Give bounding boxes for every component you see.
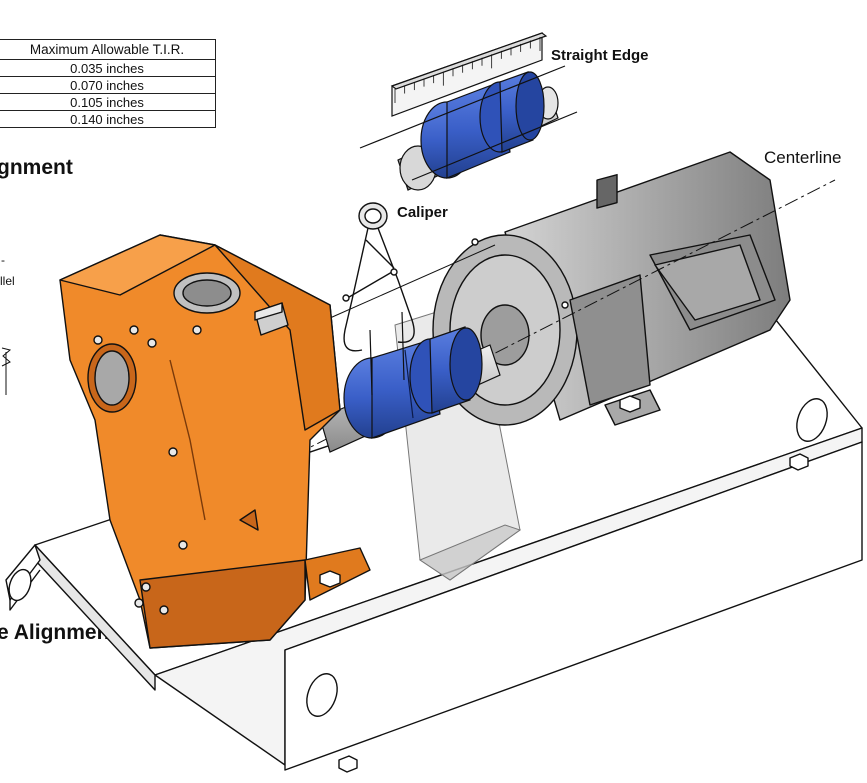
upper-coupling <box>359 65 578 191</box>
ruler-ticks <box>394 37 541 103</box>
alignment-heading-bottom: e Alignment <box>0 621 117 644</box>
caliper-label: Caliper <box>397 204 448 221</box>
partial-text-1: - <box>1 253 5 267</box>
lower-coupling <box>343 311 483 439</box>
partial-text-2: llel <box>0 274 15 288</box>
tir-table: Maximum Allowable T.I.R. 0.035 inches 0.… <box>0 39 216 128</box>
centrifugal-pump <box>59 234 371 649</box>
table-row: 0.070 inches <box>0 76 216 94</box>
table-row: 0.140 inches <box>0 110 216 128</box>
straight-edge-label: Straight Edge <box>551 47 649 64</box>
dimension-mark <box>1 347 12 395</box>
straight-edge-ruler <box>390 32 548 117</box>
alignment-heading-top: gnment <box>0 156 73 179</box>
caliper-guide-line <box>329 244 496 319</box>
centerline-label: Centerline <box>764 148 842 167</box>
caliper-tool <box>342 202 415 352</box>
